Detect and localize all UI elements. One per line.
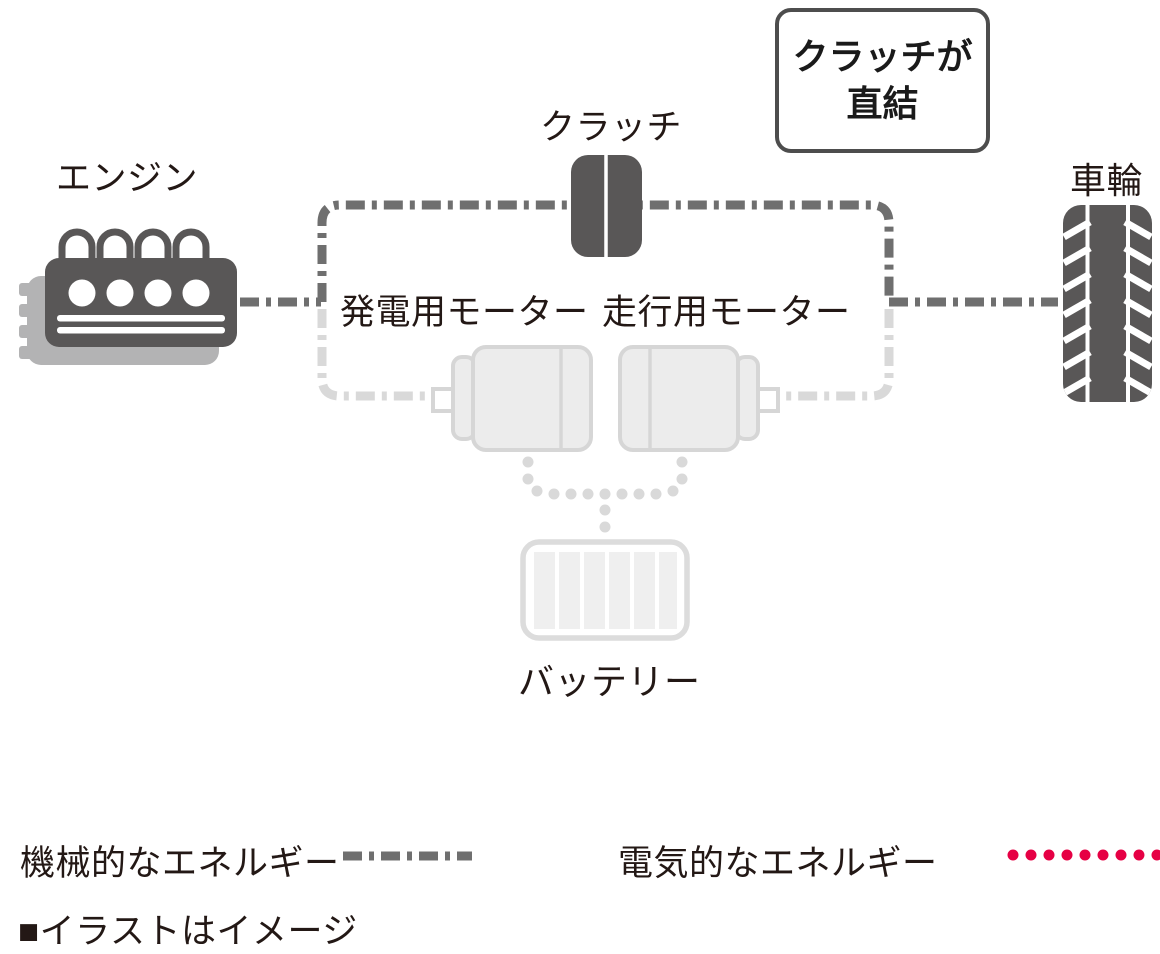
drive-motor-icon xyxy=(618,345,780,452)
illustration-note: ■イラストはイメージ xyxy=(18,912,358,951)
mechanical-energy-path-inactive xyxy=(317,309,894,401)
legend-mechanical-label: 機械的なエネルギー xyxy=(20,844,340,883)
legend-electrical-line-sample xyxy=(1007,849,1160,861)
callout-line1: クラッチが xyxy=(792,35,973,77)
wheel-icon xyxy=(1063,205,1152,402)
engine-icon xyxy=(19,228,237,365)
clutch-icon xyxy=(571,155,642,257)
generator-motor-label: 発電用モーター xyxy=(340,293,589,332)
callout-line2: 直結 xyxy=(846,82,919,124)
battery-icon xyxy=(520,539,690,641)
engine-label: エンジン xyxy=(56,159,199,198)
battery-label: バッテリー xyxy=(518,661,701,702)
clutch-label: クラッチ xyxy=(540,108,683,147)
wheel-label: 車輪 xyxy=(1070,160,1144,201)
mechanical-energy-path xyxy=(240,200,1058,307)
drive-motor-label: 走行用モーター xyxy=(602,293,851,332)
legend-electrical-label: 電気的なエネルギー xyxy=(618,844,938,883)
generator-motor-icon xyxy=(431,345,593,452)
electric-energy-path-inactive xyxy=(522,456,688,533)
clutch-engaged-callout: クラッチが 直結 xyxy=(775,8,990,153)
